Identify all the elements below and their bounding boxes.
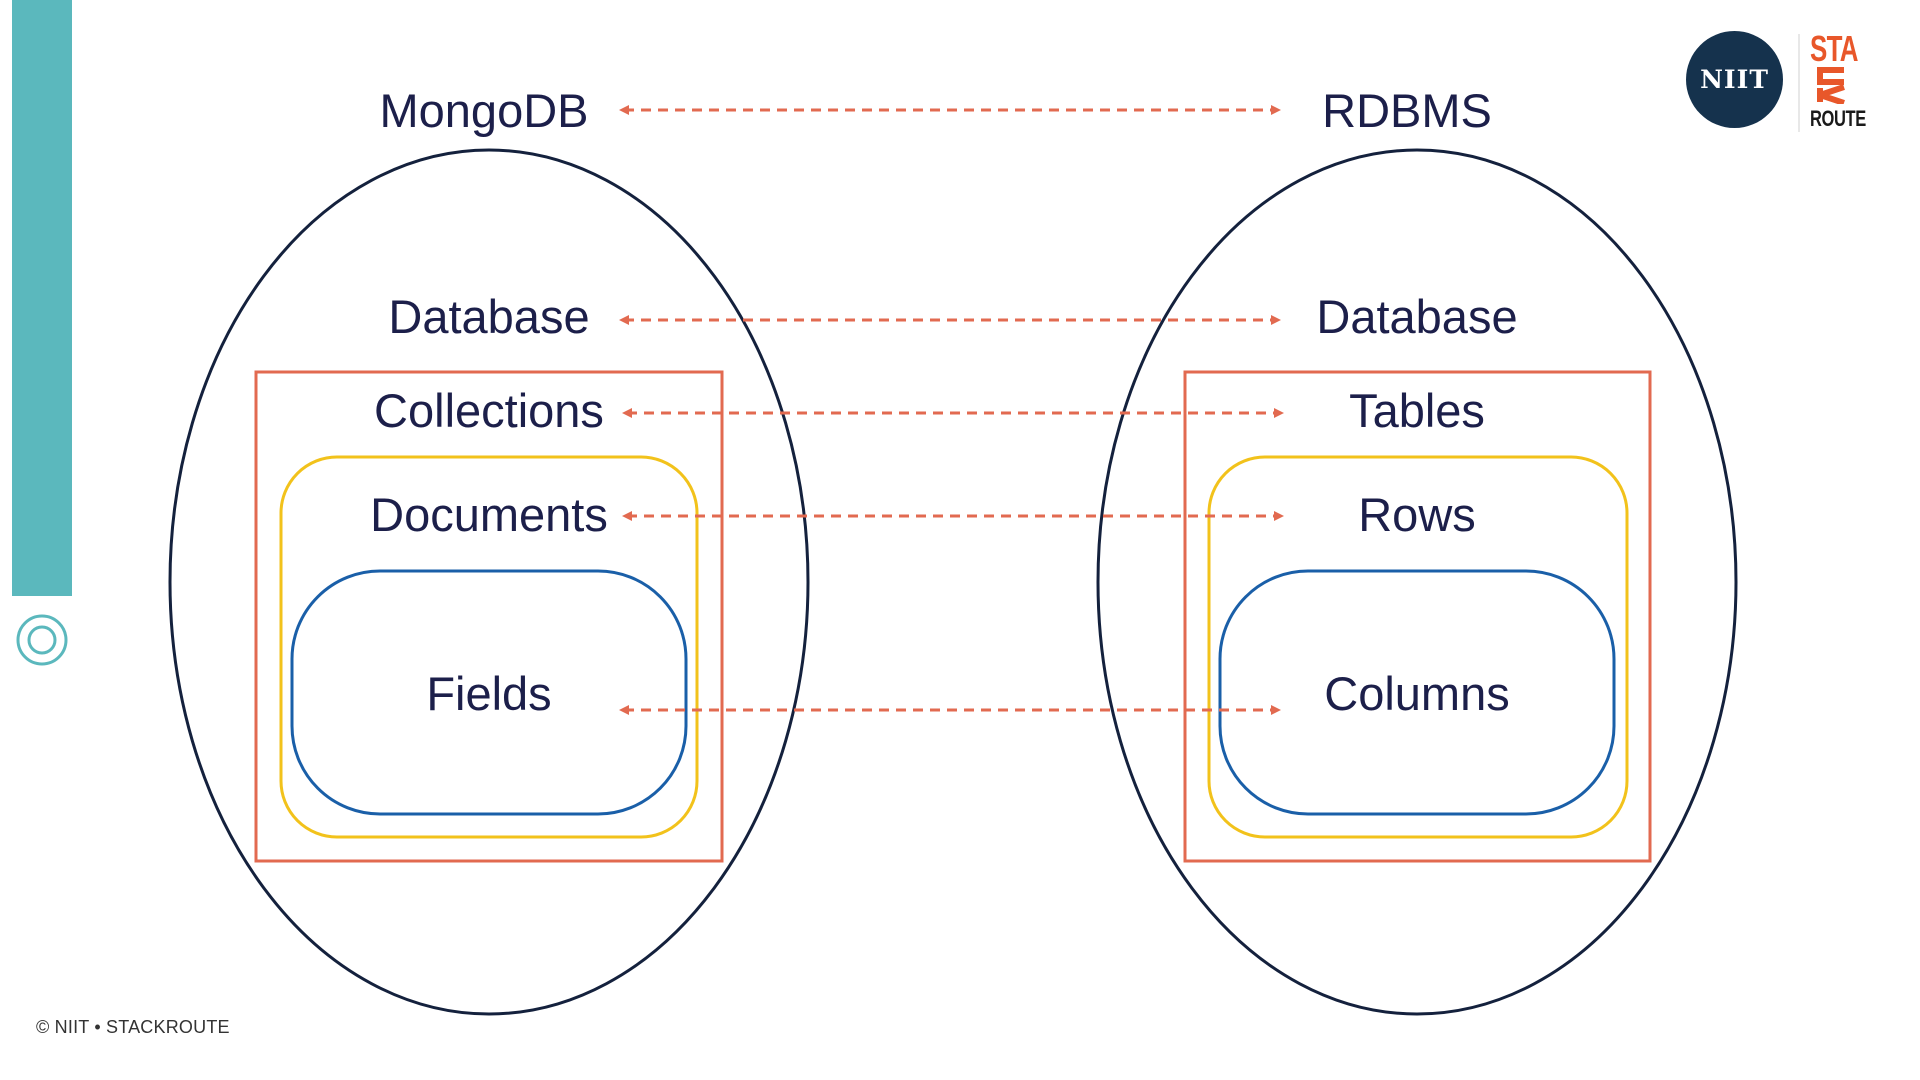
rdbms-columns-box — [1218, 569, 1616, 816]
niit-logo: NIIT — [1686, 31, 1783, 128]
stackroute-logo: STA ROUTE — [1808, 28, 1868, 134]
mongodb-documents-box — [279, 455, 699, 839]
stack-ck-glyph-icon — [1817, 67, 1845, 104]
rdbms-ellipse — [1096, 148, 1738, 1016]
mongodb-fields-label: Fields — [426, 667, 551, 720]
accent-bar — [12, 0, 72, 596]
footer-copyright: © NIIT • STACKROUTE — [36, 1017, 230, 1037]
mongodb-fields-box — [290, 569, 688, 816]
target-ring-icon — [16, 614, 68, 666]
rdbms-rows-box — [1207, 455, 1629, 839]
rdbms-tables-box — [1183, 370, 1652, 863]
rdbms-title: RDBMS — [1322, 84, 1492, 137]
mongodb-collections-label: Collections — [374, 384, 604, 437]
mongodb-documents-label: Documents — [370, 488, 608, 541]
mongodb-title: MongoDB — [380, 84, 589, 137]
rdbms-rows-label: Rows — [1358, 488, 1476, 541]
mongodb-ellipse — [168, 148, 810, 1016]
rdbms-tables-label: Tables — [1349, 384, 1485, 437]
rdbms-columns-label: Columns — [1324, 667, 1509, 720]
rdbms-database-label: Database — [1316, 290, 1517, 343]
brand-logo: NIIT STA ROUTE — [1680, 26, 1880, 136]
mongodb-collections-box — [254, 370, 724, 863]
stackroute-logo-bottom: ROUTE — [1810, 106, 1866, 131]
stackroute-logo-top: STA — [1810, 28, 1858, 69]
mongodb-database-label: Database — [388, 290, 589, 343]
logo-divider — [1798, 34, 1800, 132]
